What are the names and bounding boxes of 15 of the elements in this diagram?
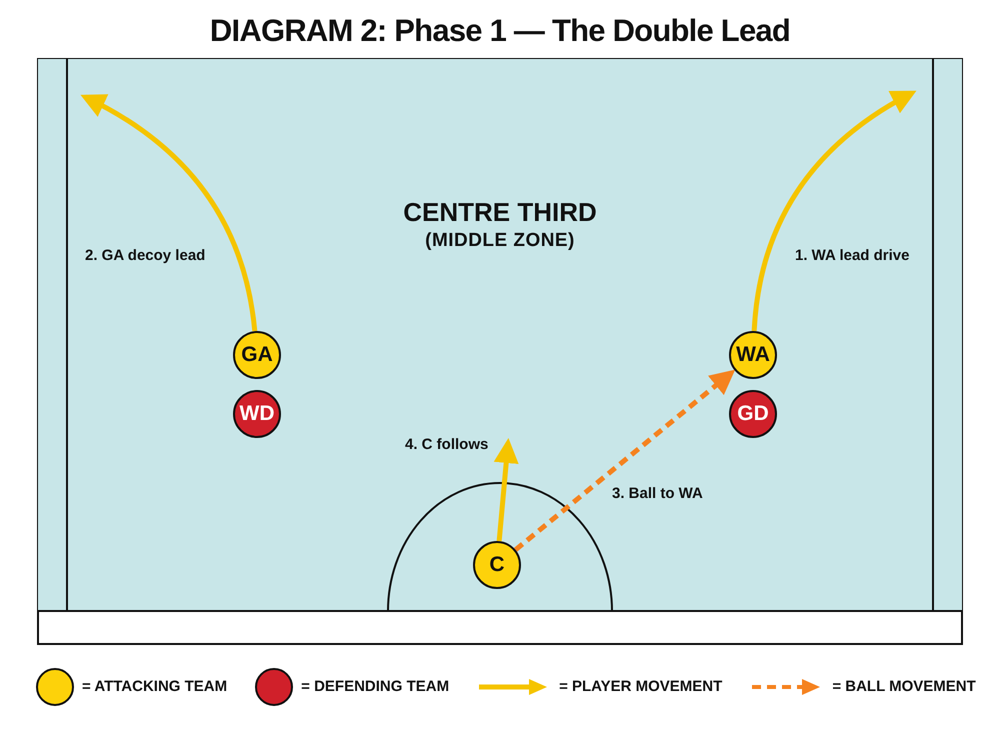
legend-text: = ATTACKING TEAM: [82, 676, 228, 697]
edge-label: 4. C follows: [405, 435, 488, 455]
diagram-title: DIAGRAM 2: Phase 1 — The Double Lead: [208, 12, 792, 50]
edge-label: 3. Ball to WA: [612, 484, 703, 504]
legend-text: = DEFENDING TEAM: [301, 676, 450, 697]
movement-arrow: [752, 90, 916, 332]
zone-label: (MIDDLE ZONE): [425, 228, 575, 252]
edge-label: 2. GA decoy lead: [85, 246, 206, 266]
movement-arrow: [514, 370, 736, 552]
edge-label: 1. WA lead drive: [795, 246, 910, 266]
zone-label: CENTRE THIRD: [403, 196, 597, 228]
legend-text: = PLAYER MOVEMENT: [559, 676, 722, 697]
movement-arrow: [80, 94, 258, 332]
legend-text: = BALL MOVEMENT: [832, 676, 976, 697]
movement-arrow: [494, 438, 519, 542]
